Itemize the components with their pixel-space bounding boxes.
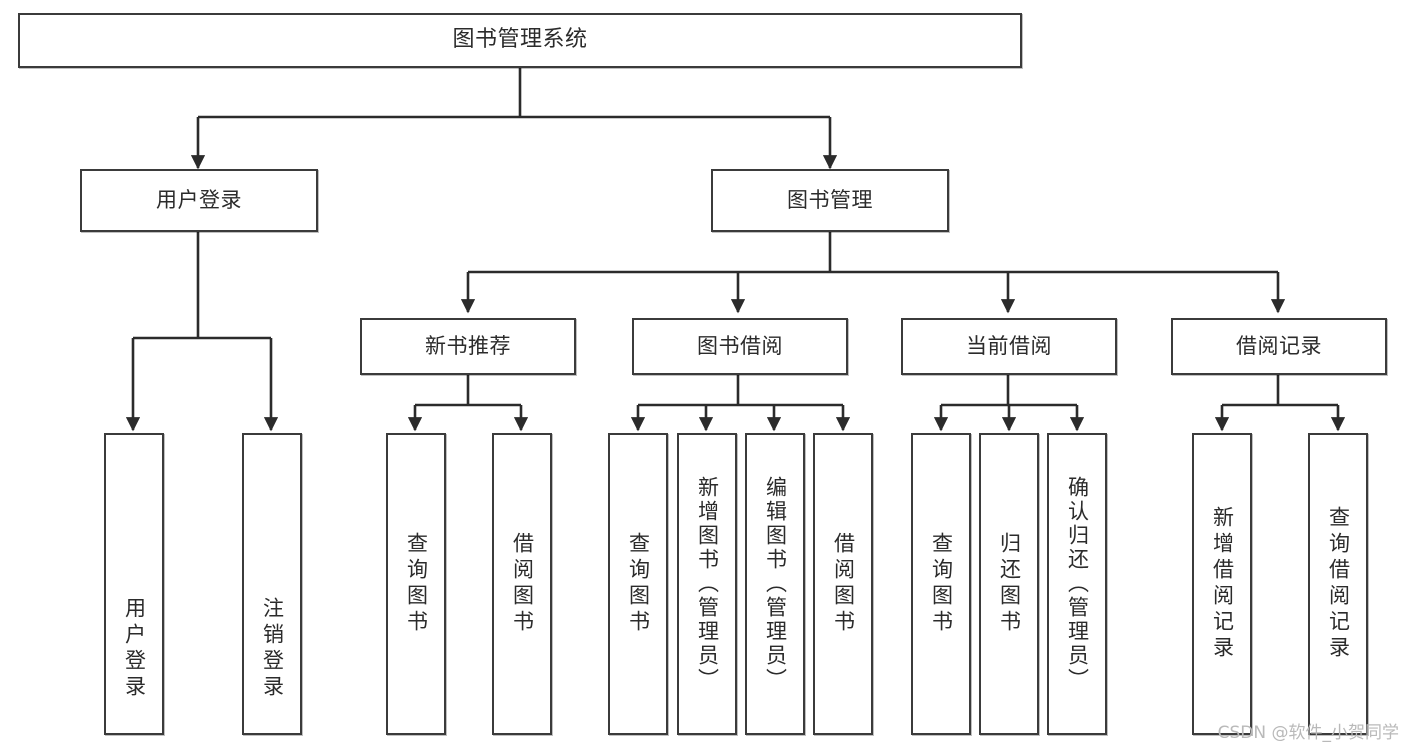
node-root[interactable]: 图书管理系统 [18,13,1022,68]
leaf-borrow-book-2[interactable]: 借阅图书 [813,433,873,735]
leaf-return-book[interactable]: 归还图书 [979,433,1039,735]
leaf-user-logout-label: 注销登录 [260,597,285,701]
leaf-user-logout[interactable]: 注销登录 [242,433,302,735]
node-borrow-record[interactable]: 借阅记录 [1171,318,1387,375]
leaf-query-book-2-label: 查询图书 [626,532,651,636]
leaf-query-book-1-label: 查询图书 [404,532,429,636]
leaf-query-record-label: 查询借阅记录 [1326,506,1351,662]
leaf-borrow-book-1[interactable]: 借阅图书 [492,433,552,735]
node-new-book-rec-label: 新书推荐 [425,333,511,358]
leaf-query-book-3[interactable]: 查询图书 [911,433,971,735]
leaf-confirm-return[interactable]: 确认归还（管理员） [1047,433,1107,735]
leaf-borrow-book-2-label: 借阅图书 [831,532,856,636]
leaf-add-record-label: 新增借阅记录 [1210,506,1235,662]
node-current-borrow[interactable]: 当前借阅 [901,318,1117,375]
leaf-confirm-return-label: 确认归还（管理员） [1065,476,1090,692]
node-user-login-label: 用户登录 [156,187,242,212]
leaf-add-record[interactable]: 新增借阅记录 [1192,433,1252,735]
node-book-manage[interactable]: 图书管理 [711,169,949,232]
node-new-book-rec[interactable]: 新书推荐 [360,318,576,375]
node-borrow-record-label: 借阅记录 [1236,333,1322,358]
leaf-user-login-label: 用户登录 [122,597,147,701]
csdn-watermark: CSDN @软件_小贺同学 [1217,723,1399,743]
leaf-return-book-label: 归还图书 [997,532,1022,636]
leaf-edit-book[interactable]: 编辑图书（管理员） [745,433,805,735]
leaf-query-book-2[interactable]: 查询图书 [608,433,668,735]
node-book-borrow[interactable]: 图书借阅 [632,318,848,375]
leaf-add-book-label: 新增图书（管理员） [695,476,720,692]
leaf-edit-book-label: 编辑图书（管理员） [763,476,788,692]
leaf-add-book[interactable]: 新增图书（管理员） [677,433,737,735]
leaf-borrow-book-1-label: 借阅图书 [510,532,535,636]
leaf-query-book-3-label: 查询图书 [929,532,954,636]
node-book-manage-label: 图书管理 [787,187,873,212]
leaf-query-book-1[interactable]: 查询图书 [386,433,446,735]
node-book-borrow-label: 图书借阅 [697,333,783,358]
leaf-query-record[interactable]: 查询借阅记录 [1308,433,1368,735]
node-user-login[interactable]: 用户登录 [80,169,318,232]
node-root-label: 图书管理系统 [452,27,588,53]
node-current-borrow-label: 当前借阅 [966,333,1052,358]
leaf-user-login[interactable]: 用户登录 [104,433,164,735]
